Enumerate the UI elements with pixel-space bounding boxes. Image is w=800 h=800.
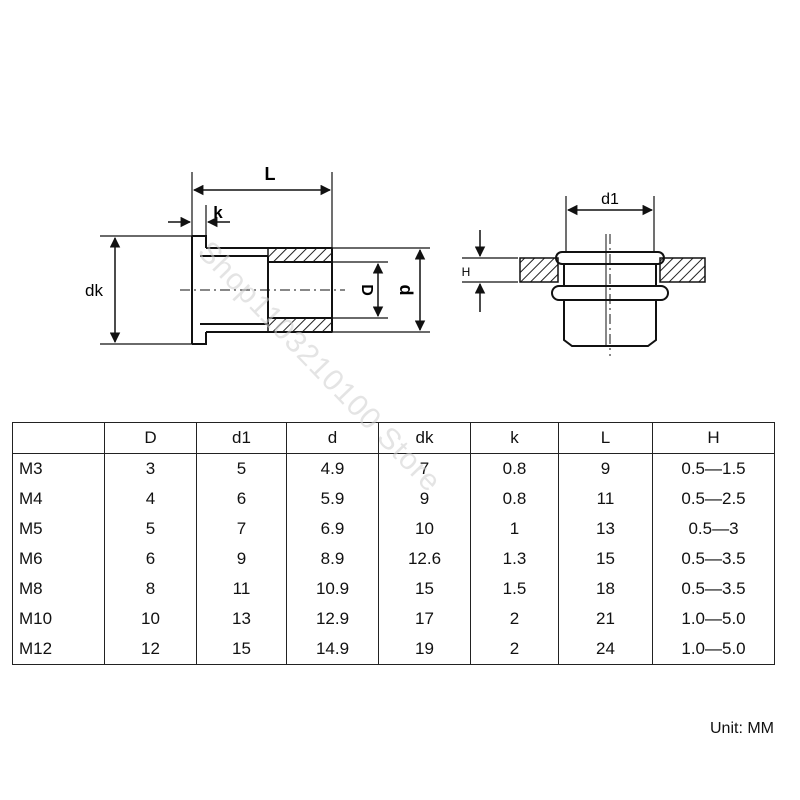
table-cell: 9 [196,544,287,574]
table-cell: 9 [378,484,471,514]
label-H: H [462,265,471,279]
table-cell: 5 [196,453,287,484]
label-D: D [358,284,375,296]
table-size-cell: M6 [12,544,105,574]
table-cell: 24 [558,634,653,665]
table-cell: 0.5—3 [652,514,775,544]
table-cell: 10.9 [286,574,379,604]
table-cell: 0.5—2.5 [652,484,775,514]
table-cell: 14.9 [286,634,379,665]
table-cell: 3 [104,453,197,484]
table-header-cell: H [652,422,775,454]
table-cell: 2 [470,604,559,634]
table-size-cell: M3 [12,453,105,484]
thread-hatch-top [267,247,333,263]
table-size-cell: M12 [12,634,105,665]
label-d1: d1 [601,191,619,208]
table-cell: 12.9 [286,604,379,634]
technical-drawing: L k dk D d d1 H [85,164,706,356]
table-header-cell: d1 [196,422,287,454]
table-cell: 4.9 [286,453,379,484]
table-cell: 9 [558,453,653,484]
table-size-cell: M4 [12,484,105,514]
table-cell: 12.6 [378,544,471,574]
table-cell: 17 [378,604,471,634]
table-header-cell: D [104,422,197,454]
table-cell: 0.8 [470,484,559,514]
table-cell: 10 [378,514,471,544]
table-cell: 15 [558,544,653,574]
table-cell: 19 [378,634,471,665]
table-cell: 6.9 [286,514,379,544]
table-cell: 0.5—1.5 [652,453,775,484]
table-cell: 6 [104,544,197,574]
table-cell: 1.0—5.0 [652,604,775,634]
table-cell: 5 [104,514,197,544]
table-cell: 15 [196,634,287,665]
table-cell: 1.3 [470,544,559,574]
table-header-cell: L [558,422,653,454]
table-cell: 0.8 [470,453,559,484]
table-cell: 6 [196,484,287,514]
table-cell: 8.9 [286,544,379,574]
label-L: L [265,164,276,184]
table-cell: 12 [104,634,197,665]
table-size-cell: M8 [12,574,105,604]
table-cell: 13 [196,604,287,634]
rivet-nut-installed-view [519,234,706,356]
label-k: k [213,203,223,222]
table-cell: 0.5—3.5 [652,544,775,574]
label-dk: dk [85,281,103,300]
table-header-cell [12,422,105,454]
dimension-lines [109,184,426,344]
table-cell: 13 [558,514,653,544]
label-d: d [396,285,416,296]
table-cell: 15 [378,574,471,604]
table-cell: 5.9 [286,484,379,514]
table-cell: 8 [104,574,197,604]
table-cell: 11 [196,574,287,604]
thread-hatch-bottom [267,317,333,333]
table-cell: 2 [470,634,559,665]
table-cell: 1.5 [470,574,559,604]
table-cell: 10 [104,604,197,634]
table-size-cell: M5 [12,514,105,544]
table-cell: 21 [558,604,653,634]
unit-label: Unit: MM [710,720,774,737]
table-cell: 7 [196,514,287,544]
table-size-cell: M10 [12,604,105,634]
table-header-cell: k [470,422,559,454]
table-cell: 4 [104,484,197,514]
table-cell: 1.0—5.0 [652,634,775,665]
table-cell: 18 [558,574,653,604]
table-cell: 1 [470,514,559,544]
table-cell: 7 [378,453,471,484]
table-cell: 11 [558,484,653,514]
table-cell: 0.5—3.5 [652,574,775,604]
